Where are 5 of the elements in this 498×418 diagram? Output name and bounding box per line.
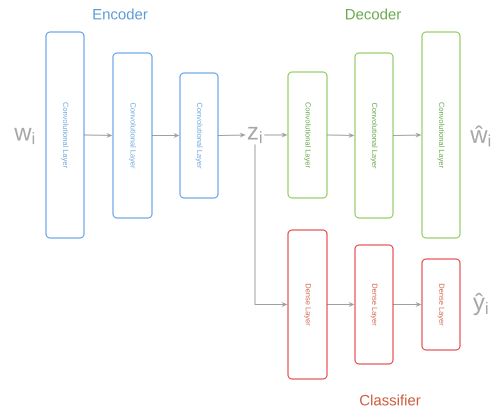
latent-symbol: z$_{i}$ <box>248 126 262 144</box>
section-heading: Encoder <box>93 8 148 20</box>
section-heading: Classifier <box>360 394 420 406</box>
output-symbol: ŷ$_{i}$ <box>472 292 488 316</box>
section-heading: Decoder <box>346 8 401 20</box>
